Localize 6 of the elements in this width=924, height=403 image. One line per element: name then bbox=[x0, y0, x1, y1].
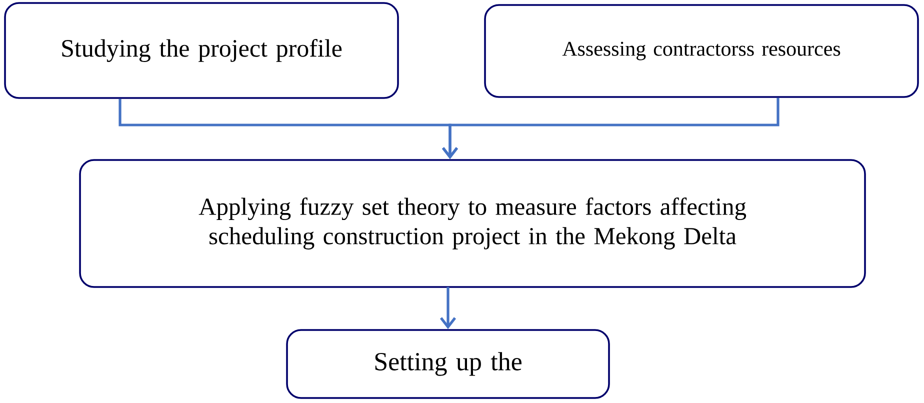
arrow bbox=[440, 286, 456, 330]
process-box: Studying the project profile bbox=[4, 2, 399, 99]
process-box: Assessing contractorss resources bbox=[484, 4, 919, 98]
arrow bbox=[442, 98, 780, 160]
process-box: Applying fuzzy set theory to measure factors affecting scheduling construction project in the Mekong Delta bbox=[79, 159, 866, 288]
process-box: Setting up the bbox=[286, 329, 610, 399]
